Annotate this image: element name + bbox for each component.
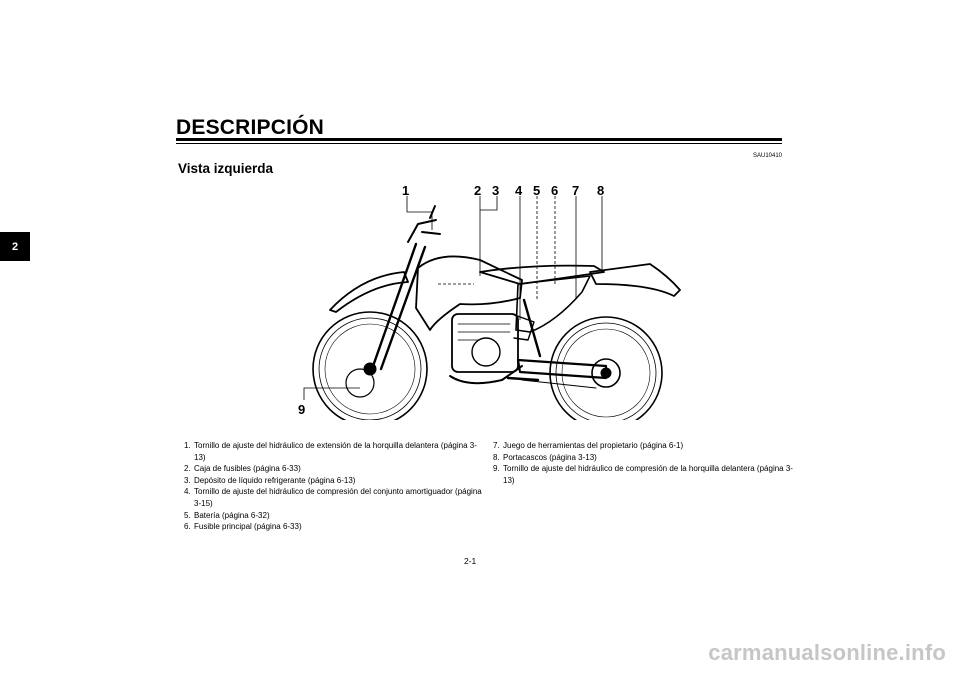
caption-item: 6.Fusible principal (página 6-33)	[184, 522, 302, 532]
fuel-tank-shroud	[415, 255, 523, 331]
caption-item: 7.Juego de herramientas del propietario …	[493, 441, 684, 450]
front-fender	[329, 271, 409, 313]
front-wheel	[312, 311, 428, 420]
footrest	[506, 376, 540, 382]
section-code: SAU10410	[753, 153, 783, 159]
callout-6: 6	[551, 183, 558, 198]
caption-item: 3.Depósito de líquido refrigerante (pági…	[184, 475, 356, 485]
exhaust	[449, 365, 523, 385]
caption-item: 2.Caja de fusibles (página 6-33)	[184, 464, 301, 474]
callout-4: 4	[515, 183, 523, 198]
callout-9: 9	[298, 402, 305, 417]
rear-fender	[589, 263, 681, 297]
header-rule-thin	[176, 142, 782, 144]
page-title: DESCRIPCIÓN	[176, 116, 325, 139]
chain-guide	[521, 379, 597, 389]
section-title: Vista izquierda	[178, 161, 274, 176]
caption-list-left: 1.Tornillo de ajuste del hidráulico de e…	[184, 440, 484, 533]
handlebar	[407, 205, 441, 243]
callout-1: 1	[402, 183, 409, 198]
chapter-tab: 2	[0, 232, 30, 261]
header-rule	[176, 138, 782, 141]
caption-item: 8.Portacascos (página 3-13)	[493, 452, 597, 462]
callout-leaders	[303, 196, 603, 400]
engine	[451, 313, 535, 373]
callout-numbers: 1 2 3 4 5 6 7 8 9	[298, 183, 604, 417]
callout-8: 8	[597, 183, 604, 198]
callout-3: 3	[492, 183, 499, 198]
callout-7: 7	[572, 183, 579, 198]
caption-item: 4.Tornillo de ajuste del hidráulico de c…	[184, 487, 482, 508]
swingarm	[516, 358, 608, 380]
caption-item: 9.Tornillo de ajuste del hidráulico de c…	[493, 464, 793, 485]
watermark: carmanualsonline.info	[708, 640, 946, 665]
motorcycle-illustration: 1 2 3 4 5 6 7 8 9	[298, 183, 681, 420]
callout-5: 5	[533, 183, 540, 198]
callout-2: 2	[474, 183, 481, 198]
page-number: 2-1	[464, 556, 477, 566]
caption-list-right: 7.Juego de herramientas del propietario …	[493, 440, 793, 486]
caption-item: 5.Batería (página 6-32)	[184, 510, 270, 520]
rear-shock	[522, 298, 542, 358]
caption-item: 1.Tornillo de ajuste del hidráulico de e…	[184, 441, 477, 462]
